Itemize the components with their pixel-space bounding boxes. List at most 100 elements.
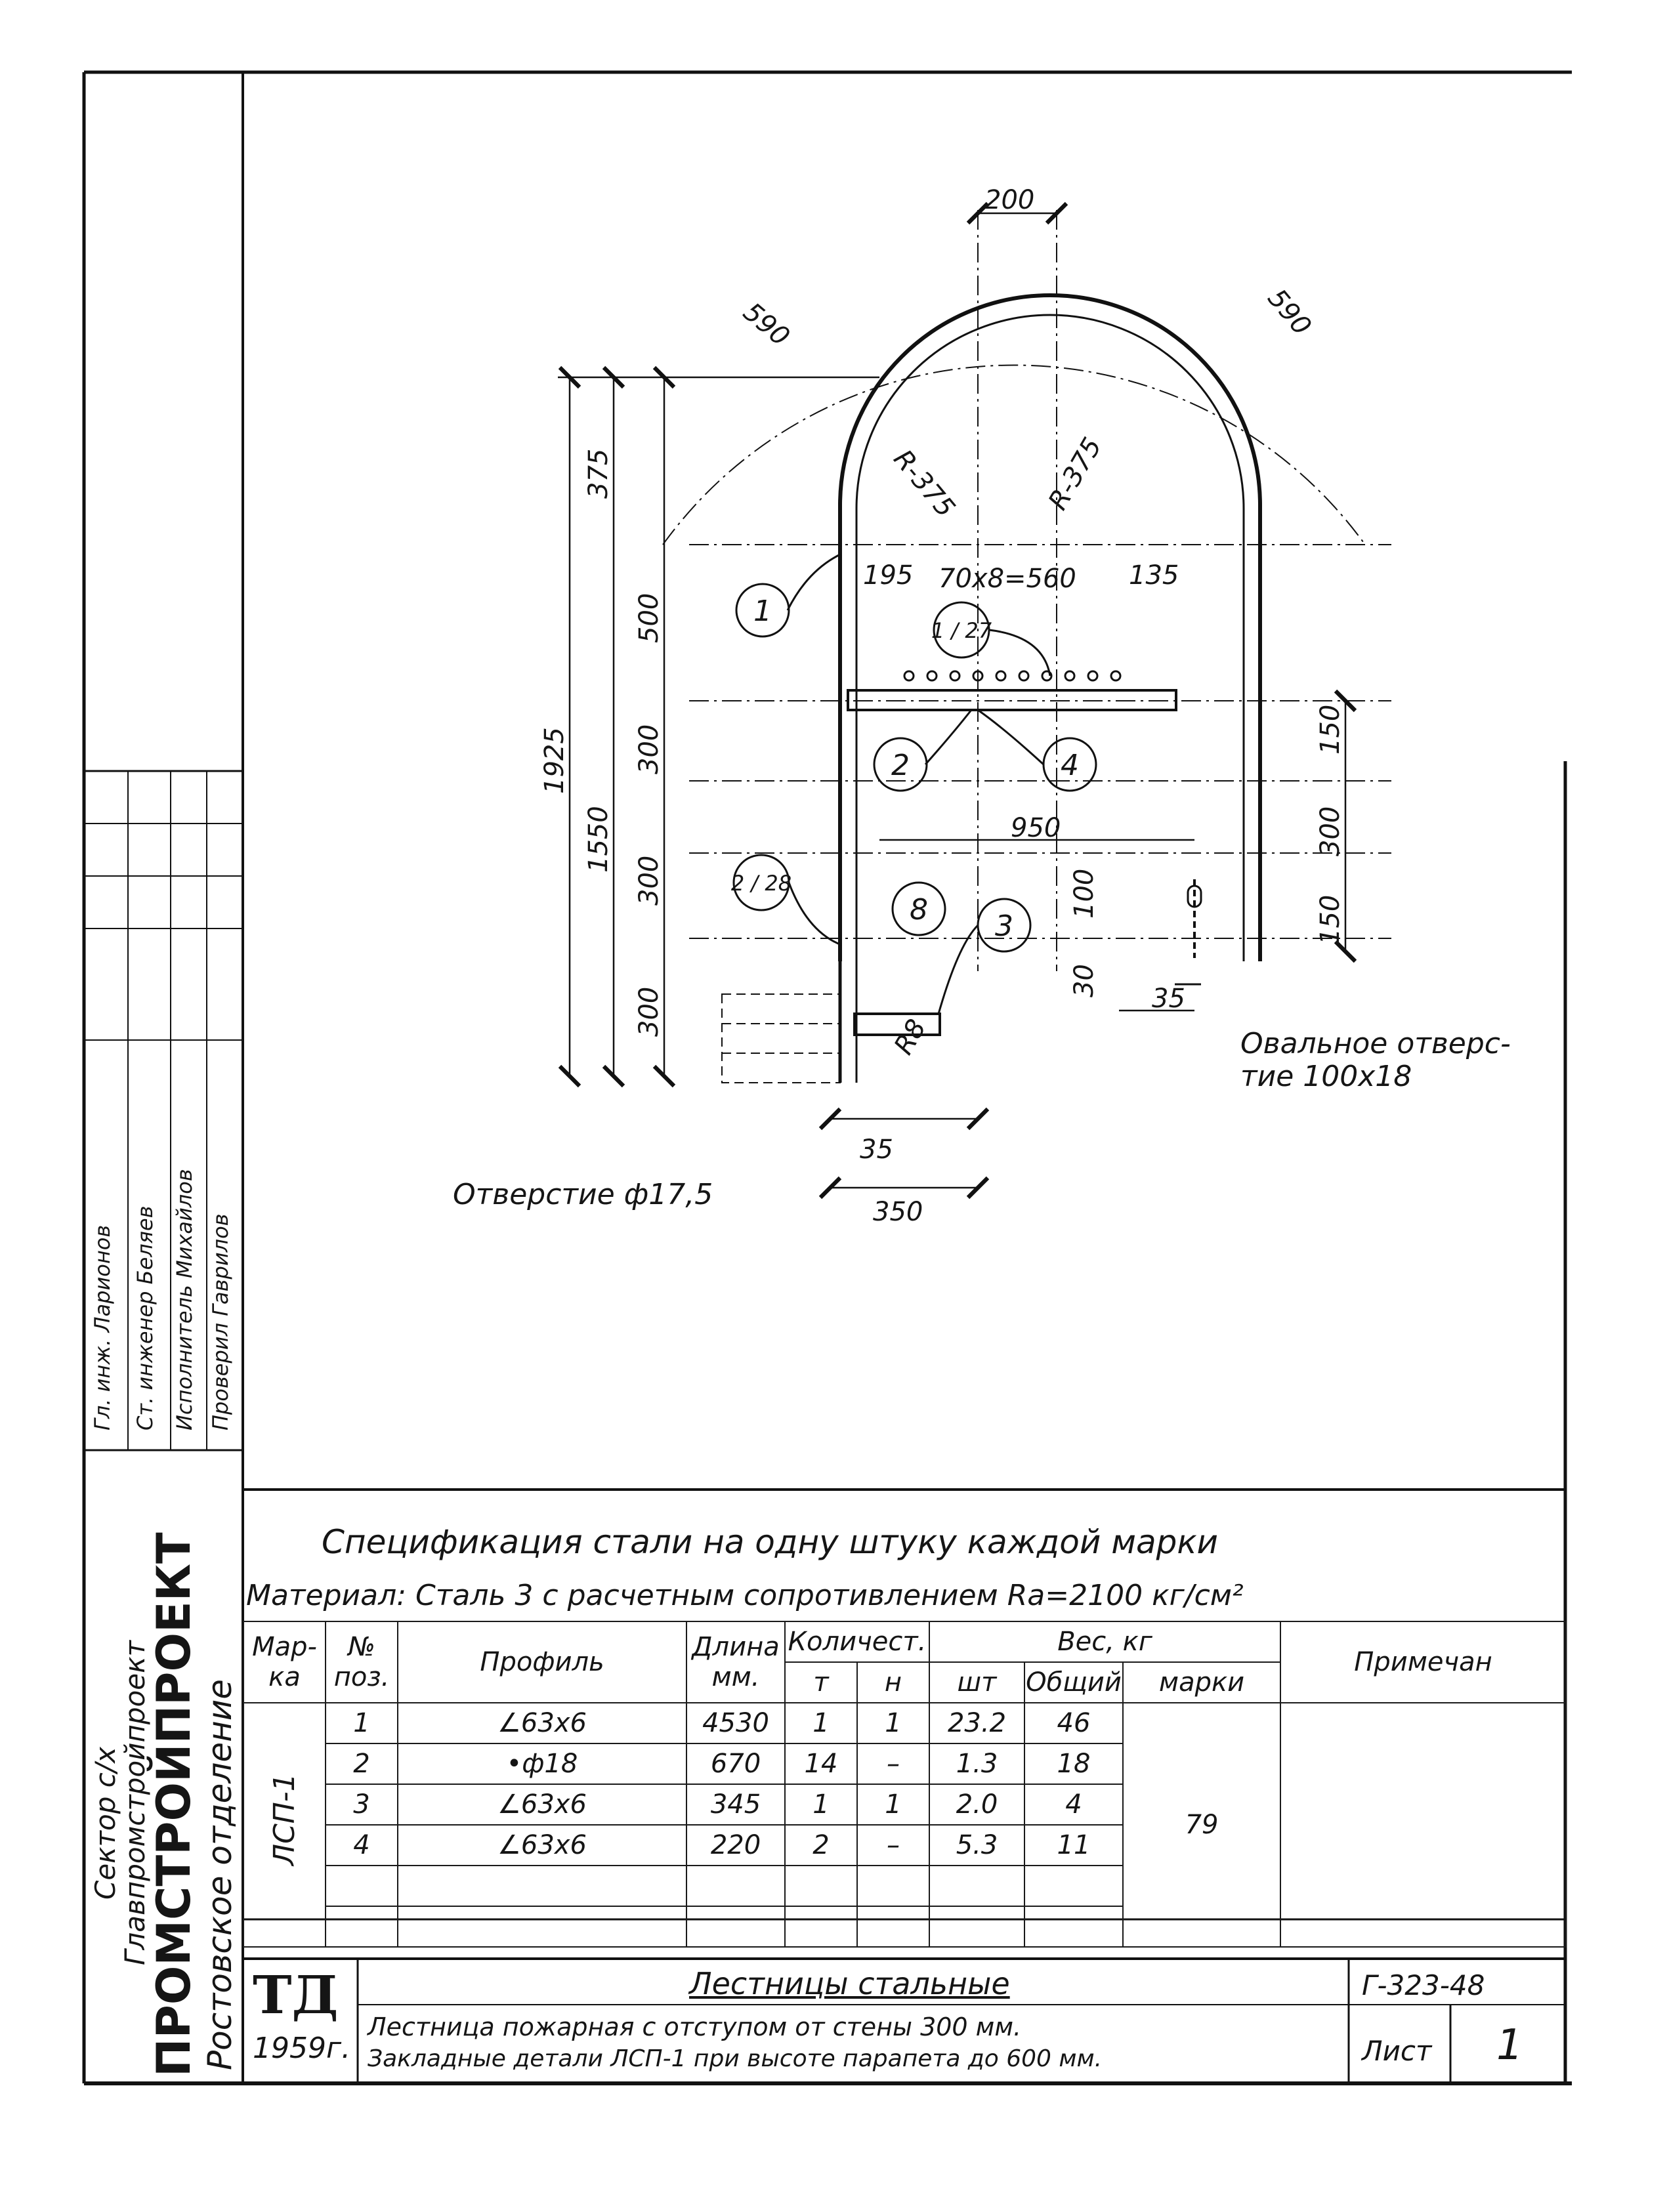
row-pos: 3 [325, 1784, 398, 1826]
row-w-pc: 1.3 [929, 1743, 1025, 1785]
hdr-w-total: Общий [1024, 1661, 1124, 1703]
table-row: 4 ∠63х6 220 2 – 5.3 11 [243, 1824, 1566, 1866]
signature-1: Гл. инж. Ларионов [90, 1224, 115, 1430]
dim-300-c: 300 [634, 987, 664, 1037]
dim-350: 350 [873, 1197, 923, 1227]
hdr-weight: Вес, кг [928, 1621, 1282, 1663]
hdr-w-mark: марки [1122, 1661, 1282, 1703]
dim-500: 500 [634, 593, 664, 643]
callout-1: 1 [753, 595, 772, 628]
row-profile: •ф18 [397, 1743, 687, 1785]
org-name: ПРОМСТРОЙПРОЕКТ [147, 1532, 201, 2077]
oval-hole-marks [1175, 885, 1202, 986]
callout-2: 2 [891, 749, 910, 782]
row-t: 2 [784, 1824, 858, 1866]
ladder-body [838, 293, 1262, 1083]
hdr-profile: Профиль [397, 1621, 687, 1703]
dim-590-left: 590 [738, 297, 795, 352]
dim-590-right: 590 [1261, 283, 1317, 341]
table-row: 3 ∠63х6 345 1 1 2.0 4 [243, 1784, 1566, 1826]
dim-r375-left: R-375 [887, 444, 960, 523]
dim-150-b: 150 [1315, 895, 1345, 945]
signature-4: Проверил Гаврилов [208, 1213, 233, 1430]
row-pos: 1 [325, 1702, 398, 1744]
dim-300-a: 300 [634, 724, 664, 774]
dim-35-right: 35 [1152, 984, 1185, 1014]
signature-3: Исполнитель Михайлов [172, 1169, 197, 1430]
hdr-qty: Количест. [784, 1621, 930, 1663]
row-w-pc: 2.0 [929, 1784, 1025, 1826]
spec-outline [243, 1488, 1565, 2083]
table-row-empty [243, 1906, 1566, 1948]
callout-circles [732, 553, 1097, 1014]
callout-3: 3 [995, 909, 1013, 943]
note-oval-hole-line2: тие 100х18 [1240, 1060, 1412, 1093]
callout-1-27: 1 / 27 [931, 618, 992, 643]
row-w-pc: 23.2 [929, 1702, 1025, 1744]
row-w-total: 18 [1024, 1743, 1124, 1785]
row-length: 670 [686, 1743, 786, 1785]
mark-cell: ЛСП-1 [243, 1702, 326, 1948]
mark-weight: 79 [1122, 1702, 1282, 1948]
row-t: 1 [784, 1702, 858, 1744]
row-t: 1 [784, 1784, 858, 1826]
dim-100: 100 [1069, 869, 1099, 919]
row-n: 1 [856, 1784, 930, 1826]
spec-material: Материал: Сталь 3 с расчетным сопротивле… [246, 1579, 1244, 1612]
drawing-notes: Отверстие ф17,5 Овальное отверс- тие 100… [453, 1027, 1511, 1211]
signature-2: Ст. инженер Беляев [133, 1205, 158, 1430]
dim-1550: 1550 [583, 806, 614, 873]
dim-r375-right: R-375 [1043, 432, 1108, 515]
row-length: 220 [686, 1824, 786, 1866]
table-row-empty [243, 1865, 1566, 1907]
dim-300-b: 300 [634, 856, 664, 906]
stamp-title: Лестницы стальные [689, 1966, 1010, 2001]
org-branch: Ростовское отделение [201, 1679, 239, 2070]
notes-cell [1280, 1702, 1567, 1948]
row-w-pc: 5.3 [929, 1824, 1025, 1866]
rung-dots [903, 670, 1122, 682]
stamp-sheet-label: Лист [1362, 2035, 1432, 2067]
stamp-td: ТД [253, 1964, 339, 2026]
hdr-mark: Мар-ка [243, 1621, 326, 1703]
spec-header-row-2: т н шт Общий марки [243, 1661, 1566, 1703]
hdr-w-pc: шт [929, 1661, 1025, 1703]
dimension-lines [558, 201, 1357, 1200]
spec-title: Спецификация стали на одну штуку каждой … [322, 1523, 1219, 1561]
row-pos: 4 [325, 1824, 398, 1866]
row-w-total: 4 [1024, 1784, 1124, 1826]
callout-8: 8 [910, 893, 928, 927]
hdr-notes: Примечан [1280, 1621, 1567, 1703]
center-lines [662, 210, 1391, 971]
row-length: 345 [686, 1784, 786, 1826]
row-n: – [856, 1824, 930, 1866]
row-pos: 2 [325, 1743, 398, 1785]
row-w-total: 46 [1024, 1702, 1124, 1744]
dimension-labels: 200 590 590 R-375 R-375 375 500 1925 155… [539, 185, 1345, 1227]
dim-950: 950 [1011, 813, 1061, 843]
org-line2: Главпромстройпроект [119, 1640, 151, 1965]
hdr-qty-n: н [856, 1661, 930, 1703]
row-t: 14 [784, 1743, 858, 1785]
note-oval-hole-line1: Овальное отверс- [1240, 1027, 1511, 1060]
hdr-qty-t: т [784, 1661, 858, 1703]
callout-2-28: 2 / 28 [731, 871, 791, 896]
table-row: 2 •ф18 670 14 – 1.3 18 [243, 1743, 1566, 1785]
dim-300-r: 300 [1315, 806, 1345, 856]
org-line1: Сектор с/х [89, 1747, 121, 1900]
dim-1925: 1925 [539, 727, 570, 794]
callout-labels: 1 2 4 8 3 1 / 27 2 / 28 [731, 595, 1079, 943]
dim-r8: R8 [889, 1014, 932, 1060]
row-profile: ∠63х6 [397, 1702, 687, 1744]
dim-35-bottom: 35 [860, 1135, 893, 1165]
mark-label: ЛСП-1 [268, 1772, 301, 1866]
row-length: 4530 [686, 1702, 786, 1744]
row-n: 1 [856, 1702, 930, 1744]
stamp-sheet-number: 1 [1496, 2021, 1523, 2070]
row-w-total: 11 [1024, 1824, 1124, 1866]
stamp-year: 1959г. [253, 2032, 351, 2065]
